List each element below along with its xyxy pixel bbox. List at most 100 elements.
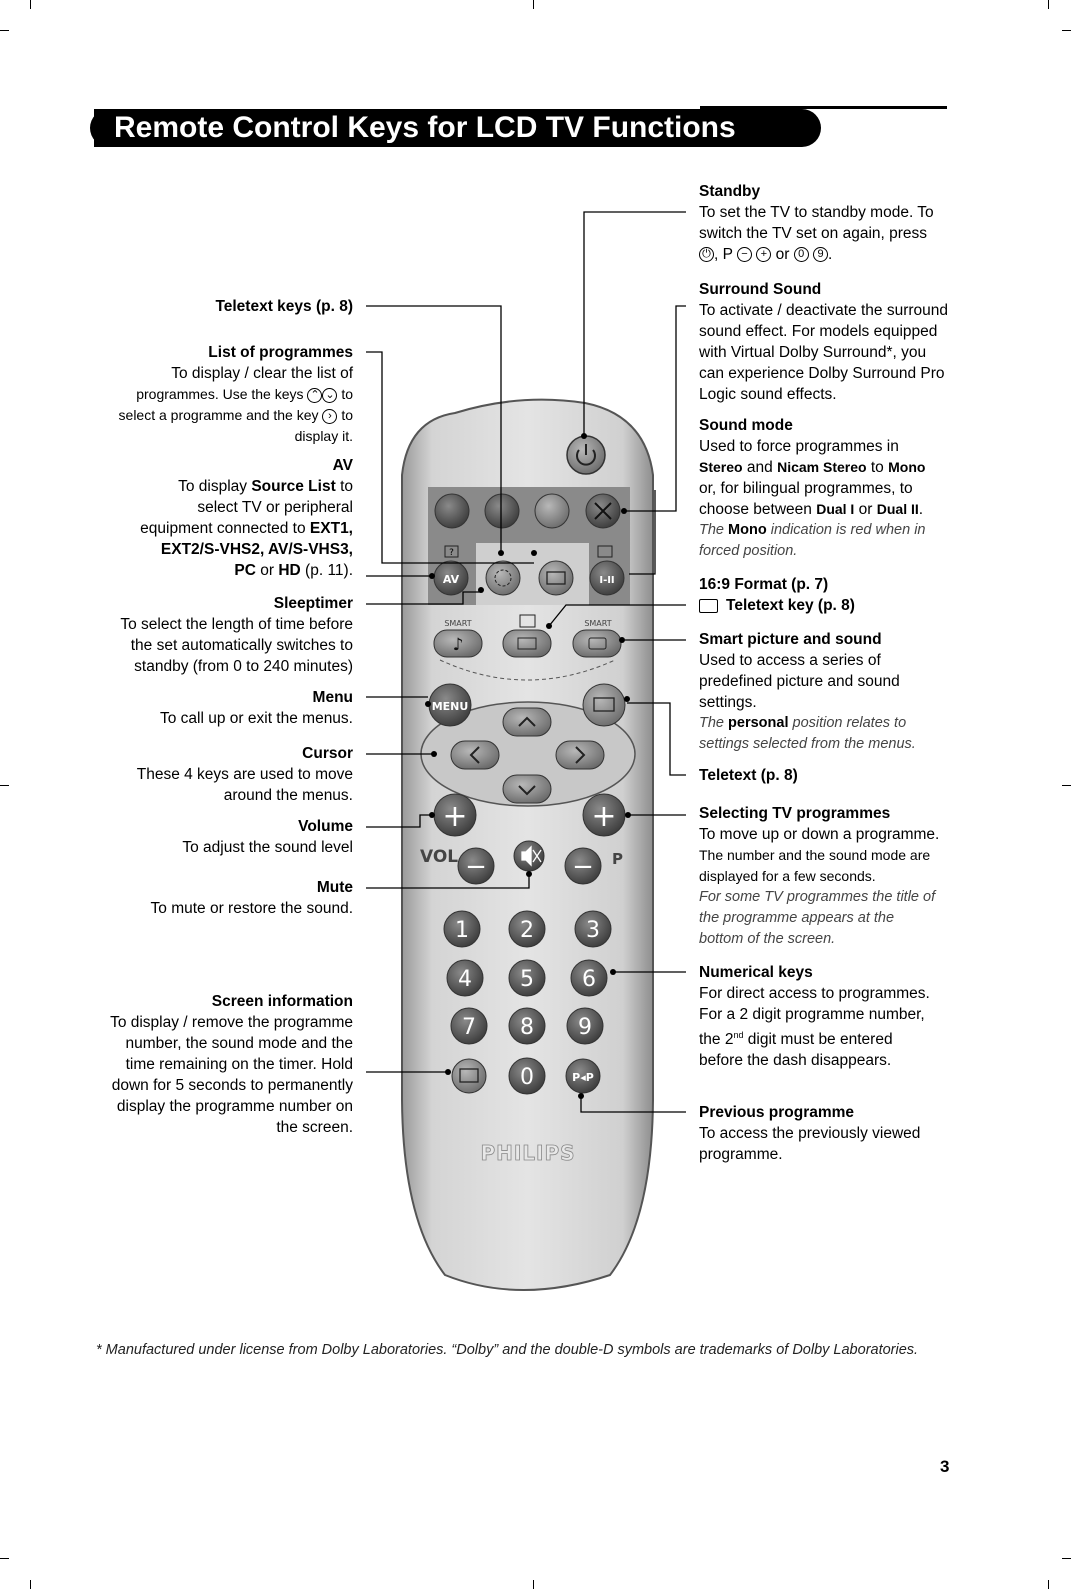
text-fragment: select a programme and the key xyxy=(118,407,319,423)
screen-info-text: down for 5 seconds to permanently xyxy=(111,1077,353,1094)
standby-heading: Standby xyxy=(699,183,761,200)
dual-i-text: Dual I xyxy=(816,501,855,517)
ext1-text: EXT1, xyxy=(309,520,353,537)
digit-8-button[interactable] xyxy=(508,1007,546,1045)
text-fragment: . xyxy=(918,501,924,518)
digit-1-button[interactable] xyxy=(443,910,481,948)
volume-callout: Volume To adjust the sound level xyxy=(83,816,353,858)
smart-text: settings. xyxy=(699,694,757,711)
format-heading: 16:9 Format (p. 7) xyxy=(699,576,829,593)
previous-callout: Previous programme To access the previou… xyxy=(699,1102,979,1165)
nicam-stereo-text: Nicam Stereo xyxy=(777,459,867,475)
cursor-text: These 4 keys are used to move xyxy=(136,766,353,783)
smart-heading: Smart picture and sound xyxy=(699,631,882,648)
previous-programme-button xyxy=(565,1058,601,1094)
title-rule xyxy=(700,106,947,109)
sound-mode-text: Used to force programmes in xyxy=(699,438,899,455)
selecting-note: the programme appears at the xyxy=(699,910,895,926)
list-programmes-heading: List of programmes xyxy=(208,344,353,361)
digit-4-label: 4 xyxy=(458,967,472,992)
digit-6-button[interactable] xyxy=(570,959,608,997)
digit-7-button[interactable] xyxy=(450,1007,488,1045)
numerical-heading: Numerical keys xyxy=(699,964,813,981)
teletext-icon xyxy=(699,598,718,613)
standby-text: To set the TV to standby mode. To xyxy=(699,204,934,221)
teletext-key-heading: Teletext key (p. 8) xyxy=(699,595,979,616)
smart-picture-label: SMART xyxy=(584,619,611,628)
note-icon: ♪ xyxy=(453,635,464,655)
volume-down-button xyxy=(457,847,495,885)
teletext-keys-callout: Teletext keys (p. 8) xyxy=(83,296,353,317)
surround-text: with Virtual Dolby Surround*, you xyxy=(699,344,927,361)
digit-2-button[interactable] xyxy=(508,910,546,948)
sound-mode-label: I-II xyxy=(599,575,614,586)
red-button xyxy=(434,493,470,529)
mono-text: Mono xyxy=(888,459,926,475)
power-icon: ⏻ xyxy=(699,247,714,263)
list-programmes-text: To display / clear the list of xyxy=(171,365,353,382)
smart-sound-label: SMART xyxy=(444,619,471,628)
crop-mark xyxy=(1062,1558,1071,1559)
digit-8-label: 8 xyxy=(520,1015,534,1040)
cursor-heading: Cursor xyxy=(302,745,353,762)
nine-key-icon: 9 xyxy=(813,247,829,263)
crop-mark xyxy=(0,1558,9,1559)
format-callout: 16:9 Format (p. 7) Teletext key (p. 8) xyxy=(699,574,979,616)
text-fragment: position relates to xyxy=(792,715,907,731)
list-button xyxy=(538,560,574,596)
digit-0-button[interactable] xyxy=(508,1057,546,1095)
digit-3-button[interactable] xyxy=(574,910,612,948)
digit-4-button[interactable] xyxy=(446,959,484,997)
down-key-icon: ⌄ xyxy=(322,387,338,403)
selecting-note: For some TV programmes the title of xyxy=(699,889,936,905)
vol-label: VOL xyxy=(420,847,458,867)
standby-callout: Standby To set the TV to standby mode. T… xyxy=(699,181,979,265)
minus-key-icon: − xyxy=(736,247,752,263)
standby-text: ⏻, P − + or 0 9. xyxy=(699,244,979,265)
digit-5-button[interactable] xyxy=(508,959,546,997)
ext-list-text: EXT2/S-VHS2, AV/S-VHS3, xyxy=(160,541,353,558)
text-fragment: equipment connected to xyxy=(140,520,306,537)
digit-6-label: 6 xyxy=(582,967,596,992)
digit-9-button[interactable] xyxy=(566,1007,604,1045)
sound-mode-text: or, for bilingual programmes, to xyxy=(699,480,913,497)
digit-2-label: 2 xyxy=(520,918,534,943)
sound-mode-heading: Sound mode xyxy=(699,417,793,434)
mute-callout: Mute To mute or restore the sound. xyxy=(83,877,353,919)
cursor-text: around the menus. xyxy=(223,787,353,804)
smart-text: Used to access a series of xyxy=(699,652,881,669)
sleeptimer-heading: Sleeptimer xyxy=(273,595,353,612)
yellow-button xyxy=(534,493,570,529)
screen-info-callout: Screen information To display / remove t… xyxy=(83,991,353,1138)
av-text: equipment connected to EXT1, xyxy=(83,518,353,539)
numerical-text: For direct access to programmes. xyxy=(699,985,930,1002)
av-callout: AV To display Source List to select TV o… xyxy=(83,455,353,581)
sound-mode-text: choose between Dual I or Dual II. xyxy=(699,499,979,520)
question-icon: ? xyxy=(449,548,454,558)
text-fragment: programmes. Use the keys xyxy=(136,386,304,402)
text-fragment: The xyxy=(699,522,724,538)
stereo-text: Stereo xyxy=(699,459,743,475)
digit-0-label: 0 xyxy=(520,1065,534,1090)
crop-mark xyxy=(0,30,9,31)
teletext-button xyxy=(582,683,626,727)
up-key-icon: ⌃ xyxy=(307,387,323,403)
screen-info-text: the screen. xyxy=(276,1119,353,1136)
sleeptimer-text: standby (from 0 to 240 minutes) xyxy=(134,658,353,675)
surround-callout: Surround Sound To activate / deactivate … xyxy=(699,279,979,405)
crop-mark xyxy=(533,1580,534,1589)
text-fragment: choose between xyxy=(699,501,812,518)
selecting-callout: Selecting TV programmes To move up or do… xyxy=(699,803,979,950)
superscript: nd xyxy=(733,1030,744,1040)
text-fragment: or xyxy=(858,501,873,518)
previous-text: programme. xyxy=(699,1146,783,1163)
minus-label: − xyxy=(572,852,594,882)
smart-note: settings selected from the menus. xyxy=(699,736,916,752)
av-text: EXT2/S-VHS2, AV/S-VHS3, xyxy=(83,539,353,560)
cursor-down-button xyxy=(502,774,552,804)
sound-mode-note: forced position. xyxy=(699,543,798,559)
menu-callout: Menu To call up or exit the menus. xyxy=(83,687,353,729)
philips-logo: PHILIPS xyxy=(480,1141,575,1165)
text-fragment: or xyxy=(260,562,275,579)
